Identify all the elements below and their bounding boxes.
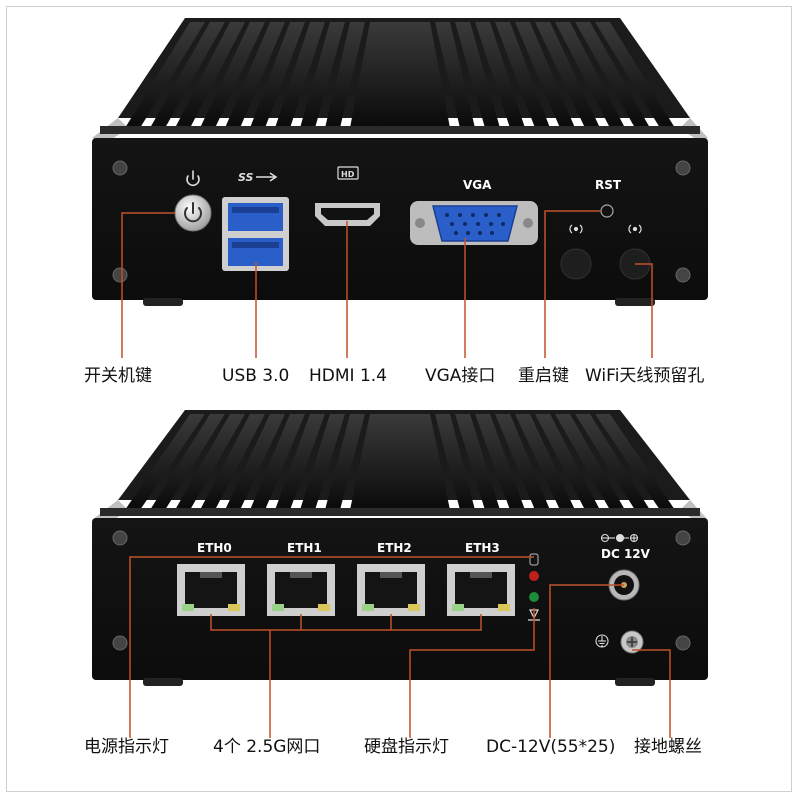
image-frame [6,6,792,792]
usb-logo-icon: SS [238,171,278,184]
callout-eth-ports: 4个 2.5G网口 [213,737,321,757]
power-led [529,553,539,581]
dc-label: DC 12V [601,547,651,561]
callout-dc-12v: DC-12V(55*25) [486,737,616,757]
vga-label: VGA [463,178,492,192]
front-screws [112,160,691,283]
usb-ports[interactable] [222,197,289,271]
callout-power-led: 电源指示灯 [84,737,169,757]
eth0-port[interactable] [177,564,245,616]
callout-usb: USB 3.0 [222,366,290,386]
power-button[interactable] [174,194,212,232]
hdmi-port[interactable] [315,203,380,226]
callout-power-key: 开关机键 [84,366,152,386]
wifi-hole-left [560,248,592,280]
rst-label: RST [595,178,622,192]
rear-unit: ETH0 ETH1 ETH2 ETH3 [92,410,708,738]
rear-leader-lines [129,556,671,738]
power-symbol-icon [186,170,200,187]
callout-ground-screw: 接地螺丝 [634,737,702,757]
eth2-port[interactable] [357,564,425,616]
rear-heatsink-fins [125,414,675,510]
eth3-port[interactable] [447,564,515,616]
vga-port[interactable] [410,201,538,245]
callout-reset: 重启键 [518,366,569,386]
ground-screw[interactable] [620,630,644,654]
eth2-label: ETH2 [377,541,412,555]
front-heatsink-fins [125,22,675,128]
front-unit: SS HD VGA [92,18,708,358]
usb-logo-text: SS [238,171,254,184]
eth0-label: ETH0 [197,541,232,555]
eth3-label: ETH3 [465,541,500,555]
hdmi-logo-text: HD [341,170,355,179]
polarity-icon [600,533,639,543]
eth1-label: ETH1 [287,541,322,555]
power-icon [184,202,202,223]
rear-screws [112,530,691,651]
callout-wifi: WiFi天线预留孔 [585,366,705,386]
callout-vga: VGA接口 [425,366,496,386]
callout-hdmi: HDMI 1.4 [309,366,387,386]
hdmi-logo-icon: HD [337,166,359,180]
callout-disk-led: 硬盘指示灯 [364,737,449,757]
wifi-antenna-icon [569,224,642,234]
ground-icon [595,634,609,648]
reset-button[interactable] [600,204,614,218]
front-leader-lines [121,210,653,358]
eth1-port[interactable] [267,564,335,616]
